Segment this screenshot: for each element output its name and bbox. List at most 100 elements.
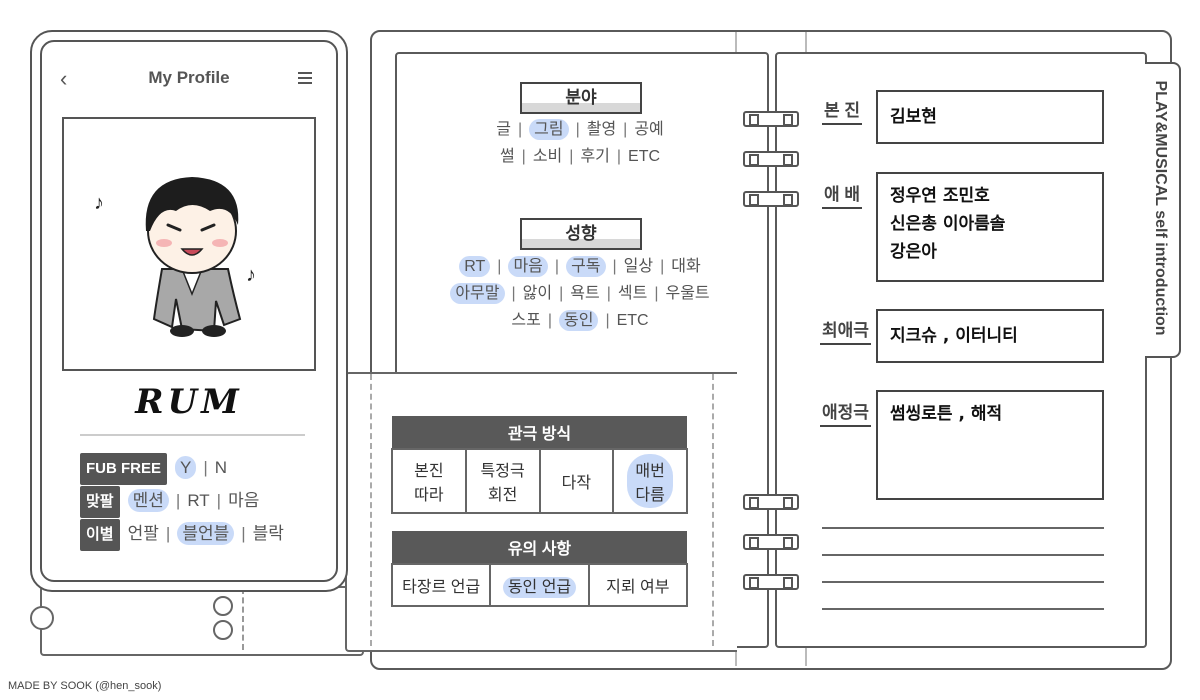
favorite-value-box: 지크슈 , 이터니티: [876, 309, 1104, 363]
favorite-value: 지크슈 , 이터니티: [890, 326, 1018, 346]
option-item: 마음: [508, 256, 548, 277]
separator: |: [547, 312, 552, 329]
separator: |: [559, 285, 564, 302]
separator: |: [612, 258, 617, 275]
viewing-title: 관극 방식: [392, 416, 687, 449]
option-item: RT: [459, 256, 491, 277]
separator: |: [606, 285, 611, 302]
profile-divider: [80, 434, 305, 436]
separator: |: [569, 148, 574, 165]
actor-line: 강은아: [890, 242, 937, 262]
note-cell: 타장르 언급: [390, 563, 492, 607]
ticket-stub-divider: [370, 374, 372, 646]
svg-text:♪: ♪: [246, 264, 256, 286]
main-value: 김보현: [890, 107, 937, 127]
separator: |: [605, 312, 610, 329]
option-item: 블락: [252, 524, 284, 543]
option-item: 그림: [529, 119, 569, 140]
option-item: Y: [175, 456, 197, 479]
separator: |: [241, 524, 246, 543]
avatar-illustration: ♪ ♪: [94, 177, 256, 337]
separator: |: [575, 121, 580, 138]
pref-tag: 맞팔: [80, 486, 120, 518]
binder-ring: [743, 574, 799, 590]
ticket-hole: [213, 596, 233, 616]
blank-line: [822, 554, 1104, 556]
separator: |: [616, 148, 622, 165]
separator: |: [623, 121, 628, 138]
option-item: N: [214, 458, 228, 477]
back-icon[interactable]: ‹: [60, 66, 68, 91]
separator: |: [175, 491, 181, 510]
option-item: 소비: [532, 148, 563, 165]
pref-tag: FUB FREE: [80, 453, 167, 485]
option-item: 욕트: [570, 285, 600, 302]
option-item: ETC: [628, 148, 661, 165]
separator: |: [521, 148, 526, 165]
separator: |: [654, 285, 659, 302]
option-item: 마음: [228, 491, 260, 510]
separator: |: [660, 258, 665, 275]
option-item: 대화: [671, 258, 701, 275]
ticket-notch: [30, 606, 54, 630]
field-label-main: 본 진: [821, 96, 863, 125]
option-item: 아무말: [450, 283, 505, 304]
actor-line: 정우연 조민호: [890, 186, 990, 206]
binder-ring: [743, 111, 799, 127]
note-cell: 지뢰 여부: [587, 563, 689, 607]
option-item: 글: [496, 121, 511, 138]
field-label-actors: 애 배: [821, 180, 863, 209]
separator: |: [216, 491, 222, 510]
option-item: 앓이: [522, 285, 553, 302]
loved-value-box: 썸씽로튼 , 해적: [876, 390, 1104, 500]
option-item: RT: [187, 491, 210, 510]
option-item: 일상: [623, 258, 654, 275]
notes-table: 유의 사항 타장르 언급 동인 언급 지뢰 여부: [390, 531, 689, 607]
note-cell: 동인 언급: [489, 563, 590, 607]
separator: |: [497, 258, 502, 275]
binder-ring: [743, 151, 799, 167]
svg-text:♪: ♪: [94, 192, 104, 214]
option-item: 우울트: [665, 285, 710, 302]
option-item: 언팔: [127, 524, 159, 543]
viewing-cell: 다작: [538, 448, 615, 514]
notes-title: 유의 사항: [392, 531, 687, 564]
option-item: 블언블: [177, 522, 235, 545]
side-tab-label: PLAY&MUSICAL self introduction: [1152, 80, 1169, 336]
separator: |: [554, 258, 560, 275]
separator: |: [203, 458, 208, 477]
actors-value-box: 정우연 조민호 신은총 이아름솔 강은아: [876, 172, 1104, 282]
loved-value: 썸씽로튼 , 해적: [890, 404, 1003, 424]
menu-icon[interactable]: [298, 72, 312, 84]
binder-ring: [743, 494, 799, 510]
ticket-divider: [242, 588, 244, 650]
ticket-hole: [213, 620, 233, 640]
tendency-title: 성향: [520, 218, 642, 250]
phone-title: My Profile: [148, 68, 230, 87]
actor-line: 신은총 이아름솔: [890, 214, 1006, 234]
option-item: 동인: [559, 310, 599, 331]
pref-row-fub: FUB FREE Y | N: [80, 453, 228, 485]
side-tab: [1145, 62, 1181, 358]
pref-tag: 이별: [80, 519, 120, 551]
separator: |: [165, 524, 171, 543]
field-title: 분야: [520, 82, 642, 114]
main-value-box: 김보현: [876, 90, 1104, 144]
blank-line: [822, 527, 1104, 529]
field-label-loved: 애정극: [820, 398, 871, 427]
blank-line: [822, 581, 1104, 583]
field-label-favorite: 최애극: [820, 316, 871, 345]
profile-name: RUM: [135, 382, 243, 422]
option-item: 썰: [499, 148, 515, 165]
binder-ring: [743, 191, 799, 207]
option-item: 촬영: [586, 121, 617, 138]
pref-row-unfollow: 이별 언팔 | 블언블 | 블락: [80, 519, 284, 551]
ticket-stub-divider: [712, 374, 714, 646]
option-item: 멘션: [127, 489, 169, 512]
option-item: ETC: [616, 312, 649, 329]
